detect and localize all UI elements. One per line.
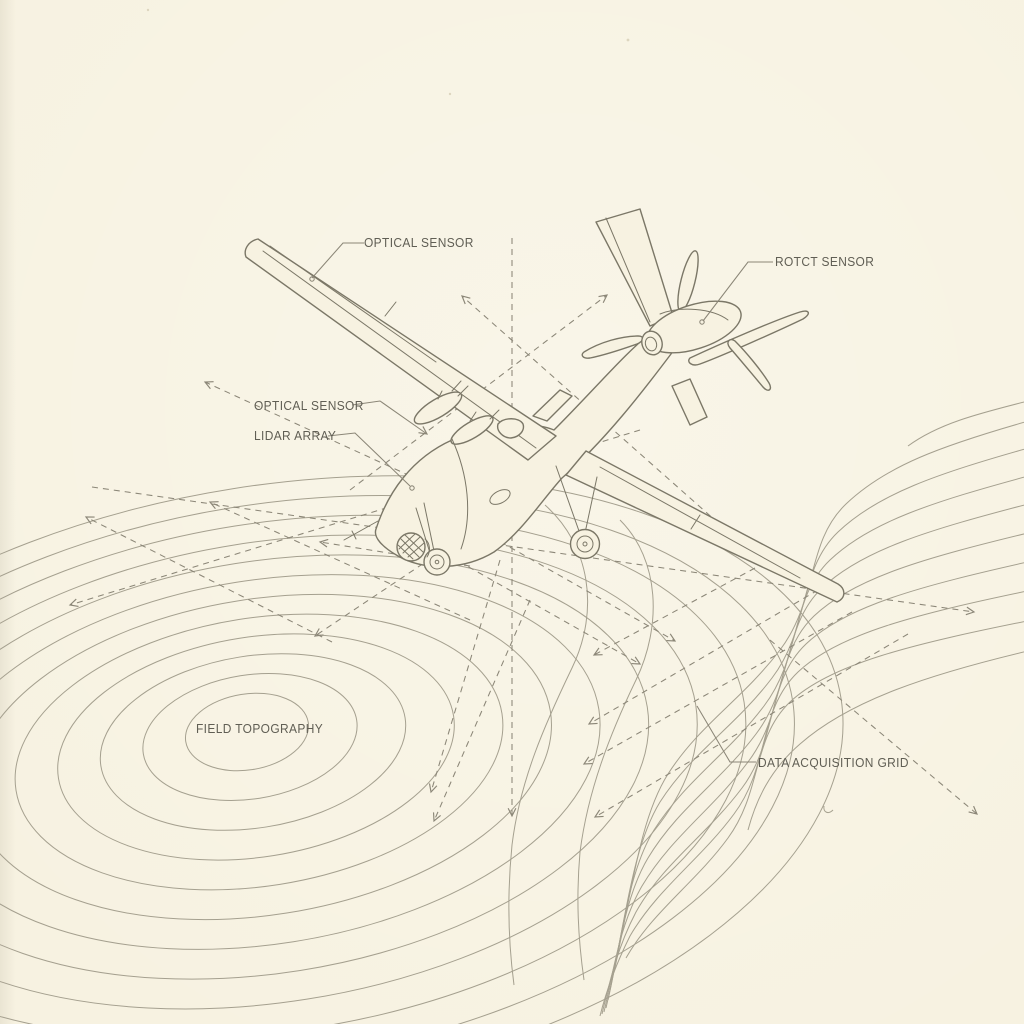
leader-lidar-array bbox=[327, 432, 411, 487]
paper-specks bbox=[146, 8, 630, 96]
nose-landing-gear bbox=[415, 502, 451, 576]
tailplane-right bbox=[688, 310, 809, 366]
label-lidar-array: LIDAR ARRAY bbox=[254, 428, 337, 443]
canopy-dome bbox=[496, 418, 525, 439]
antenna-blade bbox=[532, 389, 573, 422]
propeller-blade-down bbox=[727, 338, 772, 391]
underwing-pod-1 bbox=[413, 391, 463, 425]
label-optical-sensor-side: OPTICAL SENSOR bbox=[254, 398, 364, 413]
leader-optical-sensor-side bbox=[351, 400, 429, 435]
vertical-stabilizer bbox=[595, 208, 674, 327]
uav-illustration bbox=[244, 208, 845, 603]
tailplane-left bbox=[581, 335, 644, 359]
label-rotct-sensor: ROTCT SENSOR bbox=[775, 254, 875, 269]
underwing-pod-2 bbox=[450, 415, 494, 445]
leader-data-acquisition-grid bbox=[696, 705, 756, 763]
right-aileron-line bbox=[690, 514, 701, 530]
leader-optical-sensor-top bbox=[311, 242, 364, 279]
label-field-topography: FIELD TOPOGRAPHY bbox=[196, 721, 324, 736]
left-aileron-line bbox=[384, 301, 397, 317]
label-optical-sensor-top: OPTICAL SENSOR bbox=[364, 235, 474, 250]
label-leader-lines bbox=[309, 242, 773, 763]
fuselage-window bbox=[489, 489, 511, 505]
main-landing-gear bbox=[555, 465, 601, 560]
label-data-acquisition-grid: DATA ACQUISITION GRID bbox=[758, 755, 909, 770]
right-wing bbox=[565, 450, 845, 603]
ventral-fin bbox=[671, 378, 708, 426]
leader-rotct-sensor bbox=[702, 261, 773, 322]
topography-contours bbox=[0, 401, 1024, 1024]
sensor-turret-ball bbox=[396, 532, 430, 562]
nose-panel-seam bbox=[451, 438, 469, 550]
propeller-spinner bbox=[641, 330, 663, 356]
pitot-tube bbox=[343, 520, 379, 541]
